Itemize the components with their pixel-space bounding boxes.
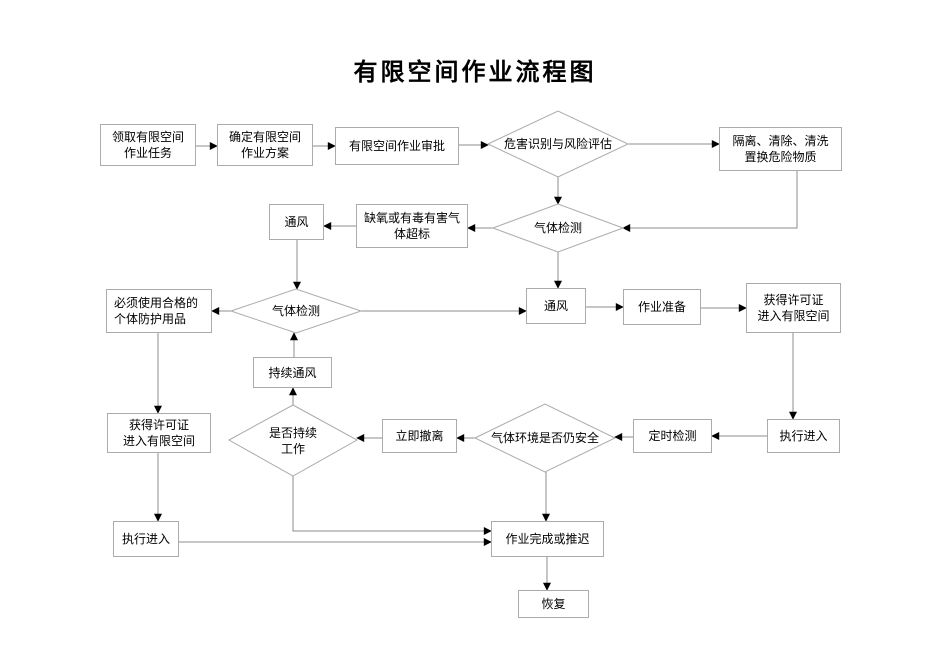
node-gas-detect-1-label: 气体检测 — [533, 221, 582, 235]
node-permit-entry-1-label: 获得许可证 进入有限空间 — [757, 293, 830, 323]
node-continue-work-label: 是否持续 工作 — [268, 425, 317, 456]
page-title: 有限空间作业流程图 — [353, 60, 597, 86]
node-timed-detect-label: 定时检测 — [648, 429, 697, 443]
node-approval-label: 有限空间作业审批 — [348, 139, 445, 153]
node-ppe-required-label: 必须使用合格的 个体防护用品 — [114, 296, 199, 326]
node-gas-exceed: 缺氧或有毒有害气 体超标 — [356, 204, 468, 248]
node-receive-task-label: 领取有限空间 作业任务 — [111, 130, 184, 160]
node-execute-entry-1-label: 执行进入 — [779, 429, 828, 443]
node-work-done-or-delay: 作业完成或推迟 — [491, 521, 604, 557]
node-execute-entry-2: 执行进入 — [113, 521, 179, 557]
node-define-plan: 确定有限空间 作业方案 — [217, 124, 313, 166]
node-permit-entry-2: 获得许可证 进入有限空间 — [107, 413, 211, 453]
node-gas-still-safe: 气体环境是否仍安全 — [475, 404, 615, 472]
node-hazard-assessment-label: 危害识别与风险评估 — [503, 137, 612, 151]
node-permit-entry-1: 获得许可证 进入有限空间 — [746, 283, 841, 333]
decision-gas-detect-1-shape — [491, 203, 625, 253]
node-work-prep-label: 作业准备 — [637, 300, 686, 314]
node-execute-entry-1: 执行进入 — [767, 419, 840, 453]
node-work-prep: 作业准备 — [623, 289, 701, 325]
decision-hazard-assessment-shape — [486, 110, 630, 178]
node-continue-work: 是否持续 工作 — [229, 405, 357, 476]
node-gas-detect-2-label: 气体检测 — [271, 304, 320, 318]
node-work-done-or-delay-label: 作业完成或推迟 — [505, 532, 590, 546]
decision-continue-work-shape — [227, 404, 359, 477]
node-evacuate-now-label: 立即撤离 — [395, 429, 444, 443]
decision-gas-detect-2-shape — [229, 288, 363, 334]
decision-gas-still-safe-shape — [473, 403, 617, 473]
node-ventilate-2: 通风 — [526, 288, 586, 324]
node-timed-detect: 定时检测 — [633, 419, 712, 453]
node-gas-detect-1: 气体检测 — [493, 204, 623, 252]
node-recover: 恢复 — [518, 590, 589, 618]
node-recover-label: 恢复 — [541, 597, 566, 611]
node-continuous-vent: 持续通风 — [253, 357, 332, 388]
node-execute-entry-2-label: 执行进入 — [121, 532, 170, 546]
node-continuous-vent-label: 持续通风 — [268, 365, 317, 380]
node-ventilate-1: 通风 — [269, 204, 324, 240]
connector-isolate-to-gas1 — [622, 171, 798, 232]
node-define-plan-label: 确定有限空间 作业方案 — [228, 130, 301, 160]
node-receive-task: 领取有限空间 作业任务 — [100, 124, 196, 166]
node-gas-detect-2: 气体检测 — [231, 289, 361, 333]
node-permit-entry-2-label: 获得许可证 进入有限空间 — [122, 418, 195, 448]
connectors — [154, 140, 798, 591]
decision-shapes — [227, 110, 630, 477]
node-isolate-clean-label: 隔离、清除、清洗 置换危险物质 — [732, 134, 829, 164]
node-ppe-required: 必须使用合格的 个体防护用品 — [106, 289, 212, 333]
connector-continue-to-done — [292, 476, 492, 535]
node-approval: 有限空间作业审批 — [335, 127, 459, 165]
node-ventilate-2-label: 通风 — [543, 299, 568, 313]
node-gas-exceed-label: 缺氧或有毒有害气 体超标 — [363, 211, 460, 241]
node-ventilate-1-label: 通风 — [284, 215, 309, 229]
node-isolate-clean: 隔离、清除、清洗 置换危险物质 — [719, 127, 842, 171]
node-gas-still-safe-label: 气体环境是否仍安全 — [490, 431, 599, 445]
node-evacuate-now: 立即撤离 — [382, 419, 457, 453]
node-hazard-assessment: 危害识别与风险评估 — [488, 111, 628, 177]
